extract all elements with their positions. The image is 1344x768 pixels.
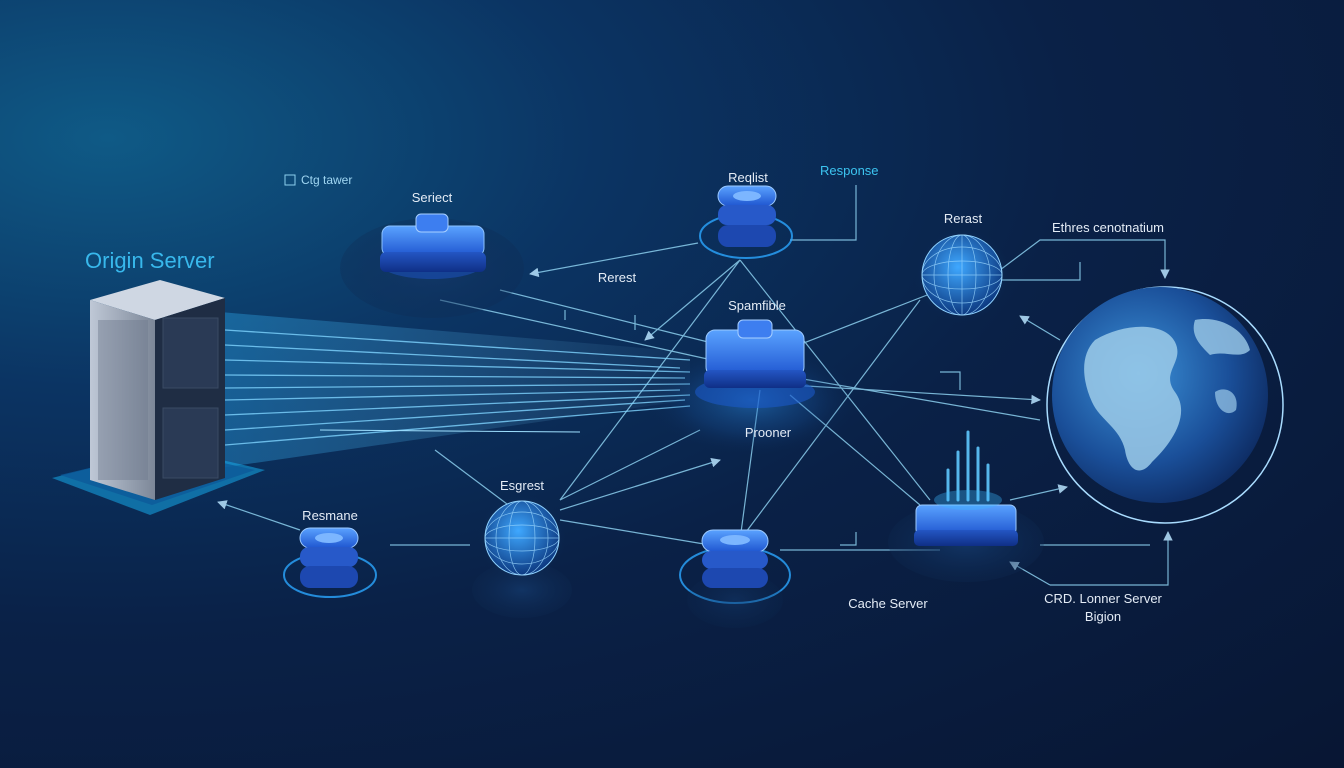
connector-line <box>499 289 721 346</box>
label-spamfible: Spamfible <box>728 298 786 313</box>
earth-globe-icon <box>1046 286 1284 524</box>
node-spamfible[interactable] <box>647 319 857 455</box>
node-seriect[interactable] <box>340 213 524 318</box>
node-reqlist[interactable] <box>699 185 793 259</box>
label-rerast: Rerast <box>943 211 983 226</box>
connector-line <box>644 259 741 341</box>
label-prooner: Prooner <box>744 425 792 440</box>
label-region: Bigion <box>1084 609 1122 624</box>
origin-server-icon <box>52 280 265 515</box>
connector-line <box>439 299 713 361</box>
label-seriect: Seriect <box>411 190 453 205</box>
connector-line <box>559 429 701 501</box>
tag-top-left: Ctg tawer <box>301 173 353 187</box>
label-cache-server: Cache Server <box>848 596 928 611</box>
label-cdn-server: CRD. Lonner Server <box>1044 591 1162 606</box>
label-resmane: Resmane <box>302 508 358 523</box>
globe-esgrest-icon[interactable] <box>472 494 572 618</box>
label-esgrest: Esgrest <box>499 478 545 493</box>
connector-line <box>840 532 857 546</box>
data-beam <box>220 312 691 468</box>
label-reqlist: Reqlist <box>728 170 768 185</box>
connector-line <box>1009 484 1068 501</box>
label-ethres: Ethres cenotnatium <box>1052 220 1165 235</box>
connector-line <box>217 500 301 531</box>
globe-rerast-icon[interactable] <box>914 227 1010 323</box>
connector-line <box>790 185 857 241</box>
connector-line <box>559 519 711 546</box>
connector-line <box>1019 315 1061 341</box>
connector-line <box>940 371 961 390</box>
connector-line <box>999 239 1170 279</box>
cache-server-icon[interactable] <box>888 430 1044 582</box>
label-response: Response <box>820 163 879 178</box>
connector-line <box>1000 262 1081 281</box>
node-resmane[interactable] <box>283 527 377 598</box>
connector-line <box>559 457 721 511</box>
node-bottom-center[interactable] <box>679 529 791 628</box>
origin-server-title: Origin Server <box>85 248 215 273</box>
connector-marks <box>284 174 296 186</box>
label-rerest: Rerest <box>597 270 637 285</box>
connector-line <box>1050 531 1173 586</box>
connector-line <box>529 242 699 278</box>
